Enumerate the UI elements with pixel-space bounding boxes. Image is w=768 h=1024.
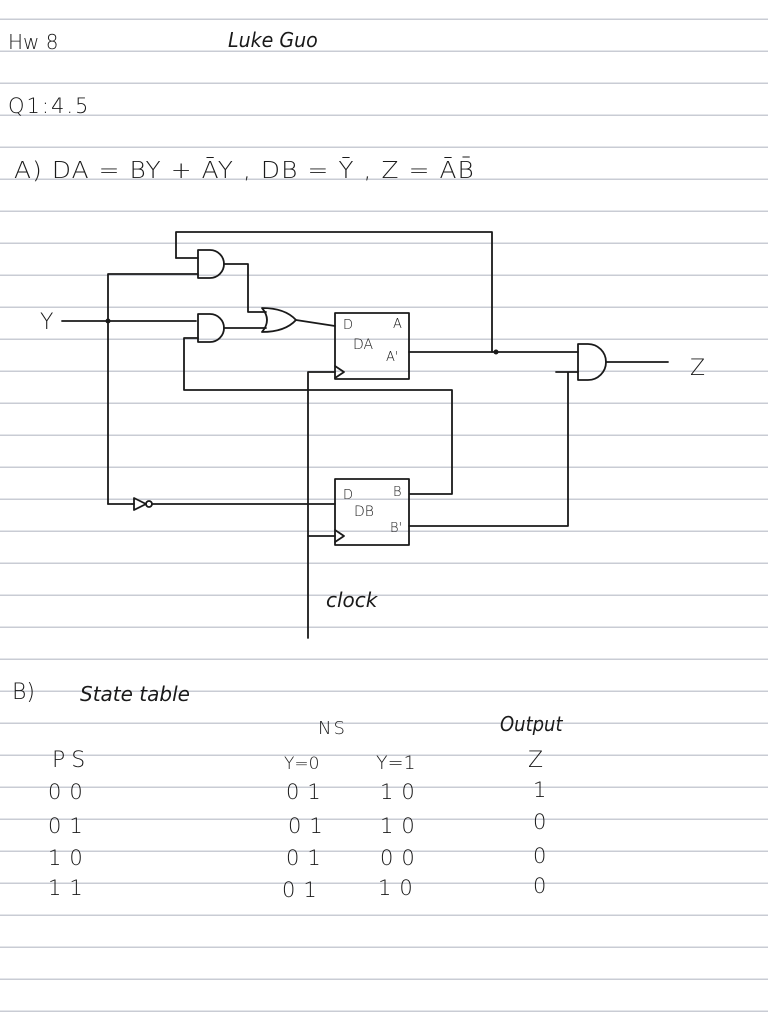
table-cell-ns-y0: 01	[286, 846, 329, 870]
table-cell-ns-y1: 10	[380, 780, 423, 804]
author-name: Luke Guo	[228, 28, 318, 52]
wire-y-to-and1	[107, 273, 199, 505]
state-table-ps-header: PS	[52, 748, 92, 773]
state-table-y0-header: Y=0	[284, 754, 320, 774]
flipflop-a-qbar-label: A'	[386, 350, 399, 365]
input-y-label: Y	[40, 310, 54, 335]
part-a-equations: A) DA = BY + ĀY , DB = Ȳ , Z = ĀB̄	[14, 158, 475, 184]
table-cell-ps: 00	[48, 780, 91, 804]
and-gate-1	[197, 249, 225, 279]
table-cell-z: 1	[533, 778, 547, 802]
and-gate-3	[577, 343, 607, 381]
part-b-title: State table	[80, 682, 190, 706]
table-cell-z: 0	[533, 844, 547, 868]
state-table-z-header: Z	[528, 748, 544, 773]
table-cell-ns-y0: 01	[288, 814, 331, 838]
flipflop-b-d-label: D	[343, 488, 354, 503]
table-cell-ns-y0: 01	[282, 878, 325, 902]
table-cell-ns-y1: 10	[378, 876, 421, 900]
state-table-ns-header: NS	[318, 718, 347, 739]
wire-abar-to-and2	[183, 337, 453, 495]
flipflop-a-q-label: A	[393, 317, 402, 332]
flipflop-b-q-label: B	[393, 485, 402, 500]
table-cell-z: 0	[533, 874, 547, 898]
question-number: Q1:4.5	[8, 94, 91, 118]
flipflop-b-box	[334, 478, 410, 546]
flipflop-b-clock-mark	[334, 529, 345, 543]
table-cell-ns-y0: 01	[286, 780, 329, 804]
wire-and1-to-or	[223, 263, 267, 313]
and-gate-2	[197, 313, 225, 343]
wire-bbar-to-and3	[408, 371, 579, 527]
clock-label: clock	[326, 588, 378, 612]
homework-title: Hw 8	[8, 30, 59, 54]
table-cell-ps: 11	[48, 876, 91, 900]
or-gate	[261, 307, 297, 333]
inverter-gate	[133, 497, 147, 511]
table-cell-ps: 01	[48, 814, 91, 838]
table-cell-z: 0	[533, 810, 547, 834]
table-cell-ns-y1: 00	[380, 846, 423, 870]
state-table-output-header: Output	[500, 712, 563, 736]
part-b-label: B)	[12, 680, 35, 705]
table-cell-ns-y1: 10	[380, 814, 423, 838]
flipflop-a-name: DA	[353, 337, 374, 353]
flipflop-a-box	[334, 312, 410, 380]
flipflop-b-name: DB	[354, 504, 374, 520]
table-cell-ps: 10	[48, 846, 91, 870]
flipflop-a-d-label: D	[343, 318, 354, 333]
wire-clock	[307, 371, 336, 639]
wire-or-to-ffa	[295, 319, 336, 327]
flipflop-a-clock-mark	[334, 365, 345, 379]
state-table-y1-header: Y=1	[376, 752, 416, 774]
wire-feedback-top	[175, 231, 493, 353]
flipflop-b-qbar-label: B'	[390, 521, 403, 536]
output-z-label: Z	[690, 356, 706, 381]
